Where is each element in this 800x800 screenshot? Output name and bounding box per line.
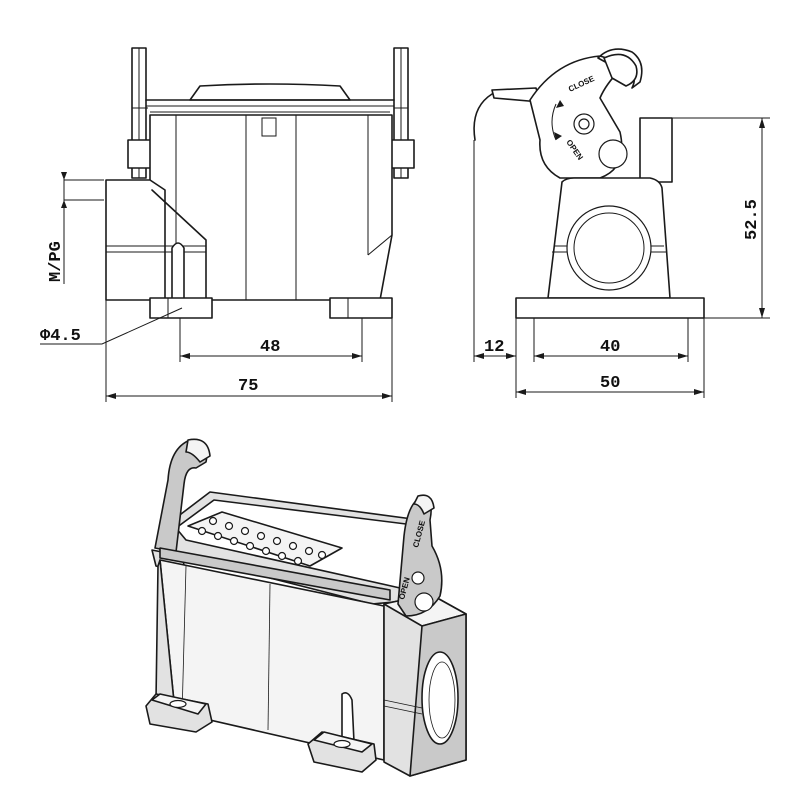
side-view: CLOSE OPEN 52.5 xyxy=(473,48,770,398)
dim-front-width-label: 75 xyxy=(238,377,258,396)
dim-side-spacing-label: 40 xyxy=(600,338,620,357)
dim-front-spacing: 48 xyxy=(179,318,363,362)
front-slot xyxy=(171,242,185,301)
side-cable-entry xyxy=(566,205,652,291)
dim-side-height-label: 52.5 xyxy=(743,199,762,240)
front-housing-body xyxy=(149,114,393,301)
front-cable-entry xyxy=(105,179,207,301)
front-view: M/PG Φ4.5 48 75 xyxy=(40,47,415,402)
side-pivot-large xyxy=(598,139,628,169)
iso-slot xyxy=(341,692,355,743)
front-mounting-feet xyxy=(149,297,393,319)
iso-cable-entry xyxy=(383,593,467,777)
dim-thread-label: M/PG xyxy=(47,241,66,282)
iso-contact-insert xyxy=(187,511,343,567)
dim-hole: Φ4.5 xyxy=(40,307,183,346)
side-mounting-base xyxy=(515,297,705,319)
iso-right-latch: CLOSE OPEN xyxy=(397,494,443,617)
dim-side-offset-label: 12 xyxy=(484,338,504,357)
front-top-rail xyxy=(145,83,395,113)
iso-mounting-feet xyxy=(145,693,377,773)
iso-view: CLOSE OPEN xyxy=(145,438,467,777)
dim-side-height: 52.5 xyxy=(672,117,770,319)
dim-side-width: 50 xyxy=(515,318,705,398)
side-lever: CLOSE OPEN xyxy=(473,48,643,179)
dim-side-spacing: 40 xyxy=(533,318,689,362)
dim-side-offset: 12 xyxy=(473,140,516,362)
dim-front-width: 75 xyxy=(105,300,393,402)
side-upper-body xyxy=(639,117,673,183)
front-left-latch xyxy=(127,47,153,179)
dim-hole-label: Φ4.5 xyxy=(40,327,81,346)
dim-front-spacing-label: 48 xyxy=(260,338,280,357)
dim-side-width-label: 50 xyxy=(600,374,620,393)
dim-thread: M/PG xyxy=(47,172,104,284)
front-right-latch xyxy=(389,47,415,179)
